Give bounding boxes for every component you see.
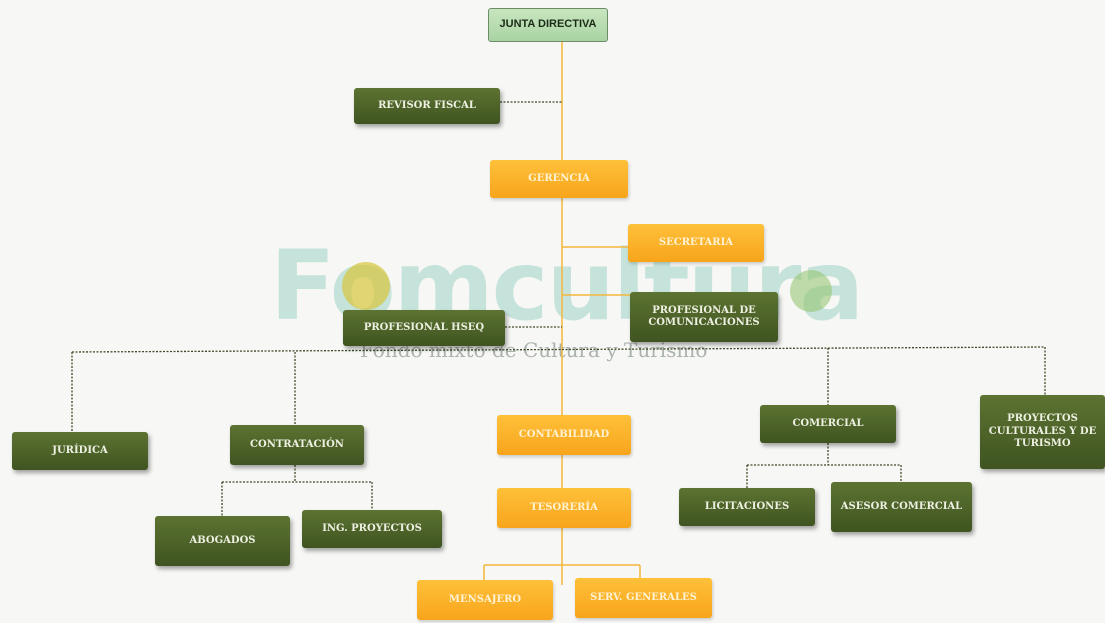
dotted-connectors	[71, 101, 1046, 516]
node-abogados: ABOGADOS	[155, 516, 290, 566]
node-gerencia: GERENCIA	[490, 160, 628, 198]
node-secretaria: SECRETARIA	[628, 224, 764, 262]
node-profesional-comunicaciones: PROFESIONAL DE COMUNICACIONES	[630, 292, 778, 342]
node-contratacion: CONTRATACIÓN	[230, 425, 364, 465]
node-proyectos-culturales: PROYECTOS CULTURALES Y DE TURISMO	[980, 395, 1105, 469]
node-comercial: COMERCIAL	[760, 405, 896, 443]
node-juridica: JURÍDICA	[12, 432, 148, 470]
node-licitaciones: LICITACIONES	[679, 488, 815, 526]
node-serv-generales: SERV. GENERALES	[575, 578, 712, 618]
node-tesoreria: TESORERÍA	[497, 488, 631, 528]
logo-green-circle-icon	[790, 270, 832, 312]
node-profesional-hseq: PROFESIONAL HSEQ	[343, 310, 505, 346]
node-ing-proyectos: ING. PROYECTOS	[302, 510, 442, 548]
node-asesor-comercial: ASESOR COMERCIAL	[831, 482, 972, 532]
node-revisor-fiscal: REVISOR FISCAL	[354, 88, 500, 124]
node-contabilidad: CONTABILIDAD	[497, 415, 631, 455]
node-mensajero: MENSAJERO	[417, 580, 553, 620]
logo-yellow-circle-icon	[342, 262, 390, 310]
node-junta-directiva: JUNTA DIRECTIVA	[488, 8, 608, 42]
